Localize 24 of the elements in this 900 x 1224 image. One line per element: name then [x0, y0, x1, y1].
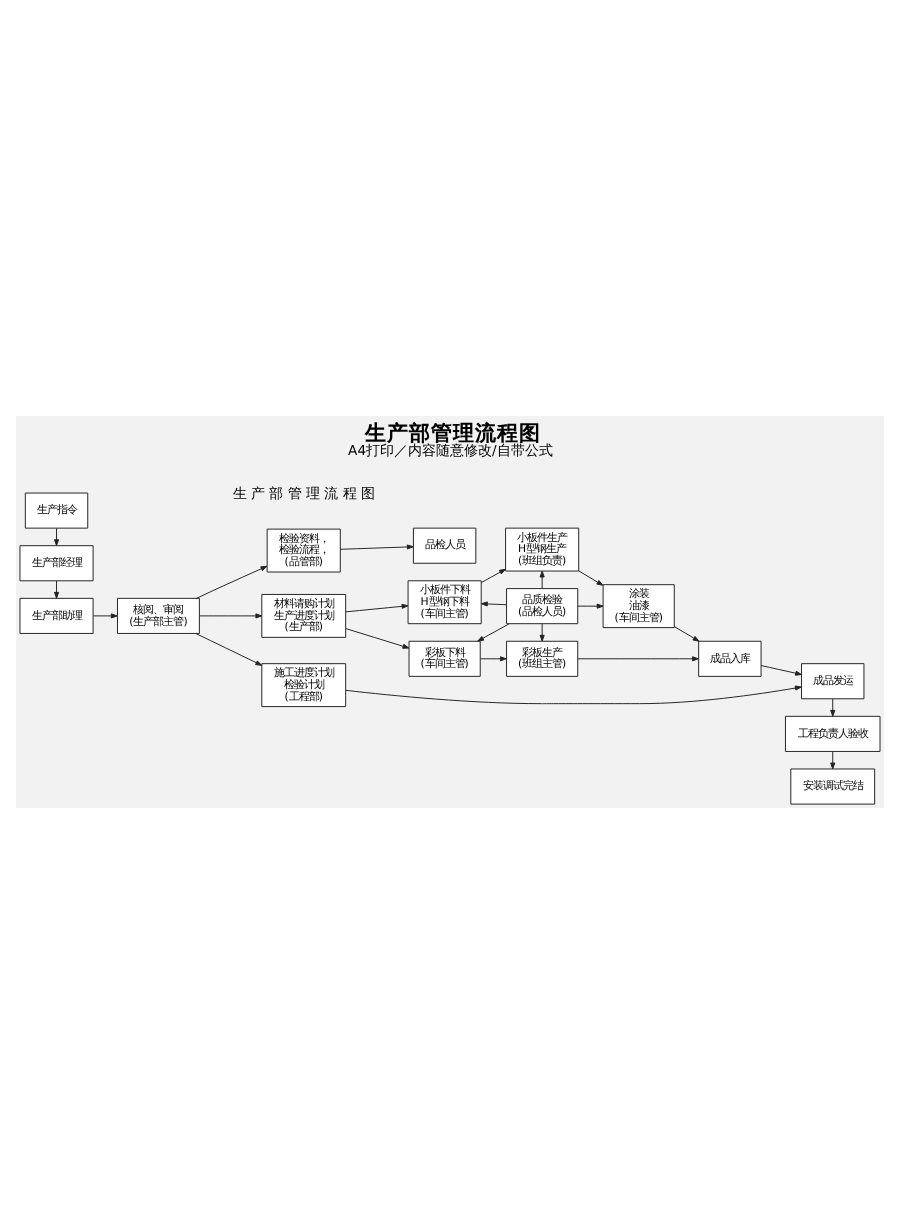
- arrow: [54, 580, 60, 599]
- arrow: [92, 613, 118, 619]
- diagram-title: 生产部管理流程图: [364, 419, 541, 446]
- arrow: [481, 568, 506, 583]
- arrow: [539, 623, 545, 642]
- arrow: [673, 626, 700, 642]
- arrow: [345, 685, 802, 705]
- arrow: [830, 698, 836, 717]
- arrow: [54, 527, 60, 547]
- arrow: [479, 656, 507, 662]
- arrow: [340, 544, 414, 550]
- arrow: [345, 628, 410, 649]
- arrow: [577, 603, 604, 609]
- arrow: [539, 570, 545, 589]
- arrow: [481, 601, 507, 607]
- arrow: [195, 565, 268, 599]
- arrow: [578, 570, 604, 586]
- arrow: [477, 623, 510, 642]
- arrow: [830, 751, 836, 770]
- arrow: [345, 603, 409, 613]
- arrow: [195, 633, 263, 666]
- arrow: [577, 656, 699, 662]
- arrow: [760, 665, 802, 676]
- arrow: [199, 613, 263, 619]
